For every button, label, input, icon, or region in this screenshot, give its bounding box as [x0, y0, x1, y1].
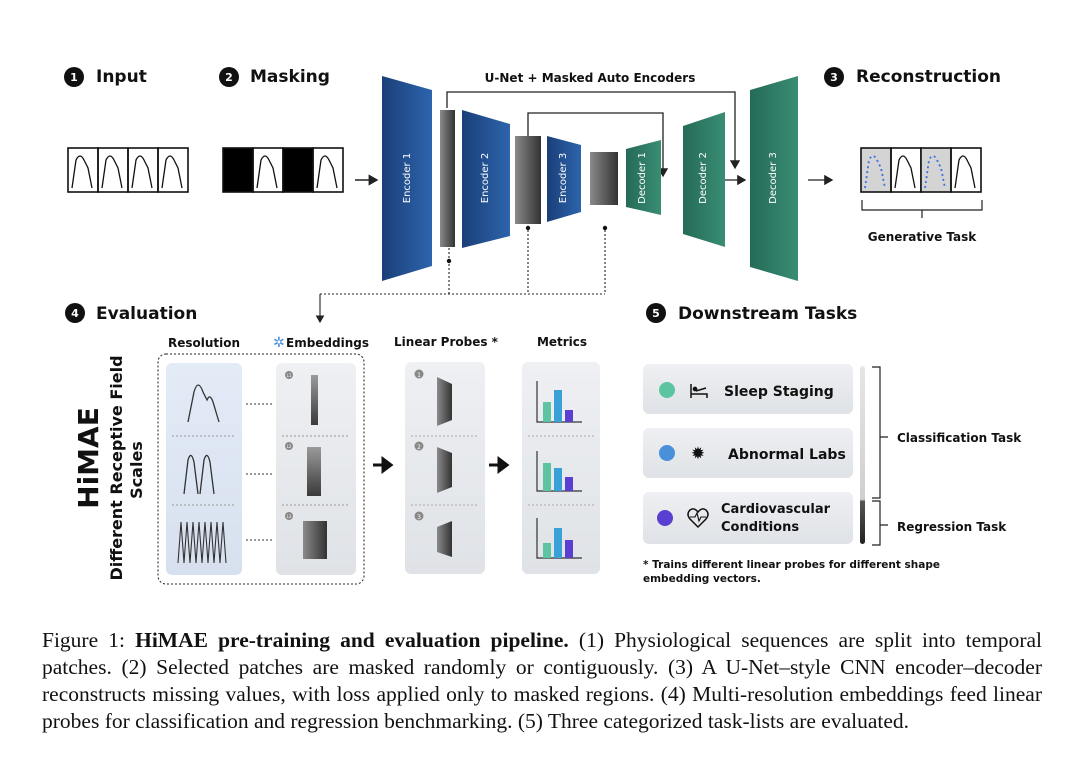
section-title: Downstream Tasks — [678, 304, 857, 324]
emb-tag: L3 — [287, 514, 292, 519]
encoder-2-block: Encoder 2 — [462, 110, 510, 248]
probe-number: 1 — [417, 372, 421, 379]
virus-icon: ✹ — [691, 444, 705, 464]
mini-bar-chart — [536, 451, 582, 492]
decoder-3-block: Decoder 3 — [750, 76, 798, 281]
input-patches — [67, 147, 189, 193]
reconstructed-patches — [860, 147, 982, 193]
col-header-resolution: Resolution — [168, 336, 240, 350]
task-label: Sleep Staging — [724, 384, 834, 400]
unet-label: U-Net + Masked Auto Encoders — [485, 71, 696, 85]
linear-probe — [437, 521, 452, 557]
metrics-panel — [522, 362, 600, 574]
block-label: Decoder 2 — [698, 152, 709, 204]
side-subtitle: Different Receptive Field — [107, 355, 126, 580]
step-number: 3 — [830, 71, 838, 84]
block-label: Encoder 1 — [402, 153, 413, 203]
task-card-abnormal-labs: ✹ Abnormal Labs — [643, 428, 853, 478]
status-dot — [659, 382, 675, 398]
patch — [312, 147, 344, 193]
generative-task-label: Generative Task — [868, 230, 978, 244]
status-dot — [657, 510, 673, 526]
category-bar — [860, 366, 865, 544]
step-number-badge — [824, 67, 844, 87]
probe-number: 3 — [417, 514, 421, 521]
evaluation-frame — [157, 353, 365, 585]
step-number-badge — [64, 67, 84, 87]
status-dot — [659, 445, 675, 461]
pipeline-figure: 1 Input 2 Masking 3 Reconstruction U-Net… — [64, 67, 1022, 585]
linear-probe — [437, 447, 452, 493]
encoder-3-block: Encoder 3 — [547, 136, 581, 222]
task-card-sleep-staging: Sleep Staging — [643, 364, 853, 414]
resolution-panel — [166, 363, 242, 575]
linear-probes-panel: 1 2 3 — [405, 362, 485, 574]
figure-caption: Figure 1: HiMAE pre-training and evaluat… — [42, 627, 1042, 735]
emb-tag: L2 — [287, 444, 292, 449]
himae-title: HiMAE — [72, 407, 105, 509]
decoder-2-block: Decoder 2 — [683, 112, 725, 247]
task-card-cardiovascular: Cardiovascular Conditions — [643, 492, 853, 544]
step-number: 5 — [652, 307, 660, 320]
classification-bracket — [872, 366, 888, 499]
embedding-vector — [307, 447, 321, 496]
section-2-header: 2 Masking — [219, 67, 330, 87]
footnote: * Trains different linear probes for dif… — [643, 559, 940, 571]
block-label: Encoder 3 — [558, 153, 569, 203]
snowflake-icon: ✲ — [273, 335, 285, 351]
embeddings-panel: L1 L2 L3 — [276, 363, 356, 575]
task-label: Conditions — [721, 520, 799, 535]
step-number: 1 — [70, 71, 78, 84]
decoder-1-block: Decoder 1 — [626, 140, 661, 215]
section-title: Reconstruction — [856, 67, 1001, 87]
task-label: Cardiovascular — [721, 502, 831, 517]
embedding-bar — [515, 136, 541, 224]
col-header-metrics: Metrics — [537, 335, 587, 349]
footnote: embedding vectors. — [643, 573, 761, 585]
step-number: 2 — [225, 71, 233, 84]
col-header-linear-probes: Linear Probes * — [394, 335, 499, 349]
masked-patch — [222, 147, 254, 193]
step-number: 4 — [71, 307, 79, 320]
masked-patches — [222, 147, 344, 193]
bed-icon — [690, 384, 708, 398]
side-subtitle: Scales — [127, 441, 146, 499]
step-number-badge — [219, 67, 239, 87]
task-label: Abnormal Labs — [728, 447, 846, 463]
embedding-bar — [440, 110, 455, 247]
caption-text: (1) Physiological sequences are split in… — [42, 628, 1043, 733]
section-5-header: 5 Downstream Tasks — [646, 303, 857, 324]
block-label: Decoder 3 — [768, 152, 779, 204]
emb-tag: L1 — [287, 373, 292, 378]
arrow-right-icon — [373, 456, 394, 474]
embedding-vector — [311, 375, 318, 425]
section-title: Input — [96, 67, 147, 87]
section-3-header: 3 Reconstruction — [824, 67, 1001, 87]
encoder-1-block: Encoder 1 — [382, 76, 432, 281]
section-title: Masking — [250, 67, 330, 87]
arrow-right-icon — [489, 456, 510, 474]
mini-bar-chart — [536, 381, 582, 423]
caption-title: HiMAE pre-training and evaluation pipeli… — [135, 628, 569, 652]
section-4-header: 4 Evaluation — [65, 303, 197, 324]
section-1-header: 1 Input — [64, 67, 147, 87]
regression-bracket — [872, 500, 888, 546]
col-header-embeddings: Embeddings — [286, 336, 369, 350]
heart-pulse-icon — [687, 508, 709, 529]
mini-bar-chart — [536, 518, 582, 559]
embedding-vector — [303, 521, 327, 559]
bottleneck — [590, 152, 618, 205]
caption-label: Figure 1: — [42, 628, 125, 652]
block-label: Decoder 1 — [637, 152, 648, 204]
block-label: Encoder 2 — [480, 153, 491, 203]
embedding-taps — [315, 226, 606, 324]
bracket — [861, 200, 983, 218]
regression-task-label: Regression Task — [897, 520, 1007, 534]
section-title: Evaluation — [96, 304, 197, 324]
masked-patch — [282, 147, 314, 193]
classification-task-label: Classification Task — [897, 431, 1022, 445]
probe-number: 2 — [417, 444, 421, 451]
patch — [157, 147, 189, 193]
linear-probe — [437, 377, 452, 426]
